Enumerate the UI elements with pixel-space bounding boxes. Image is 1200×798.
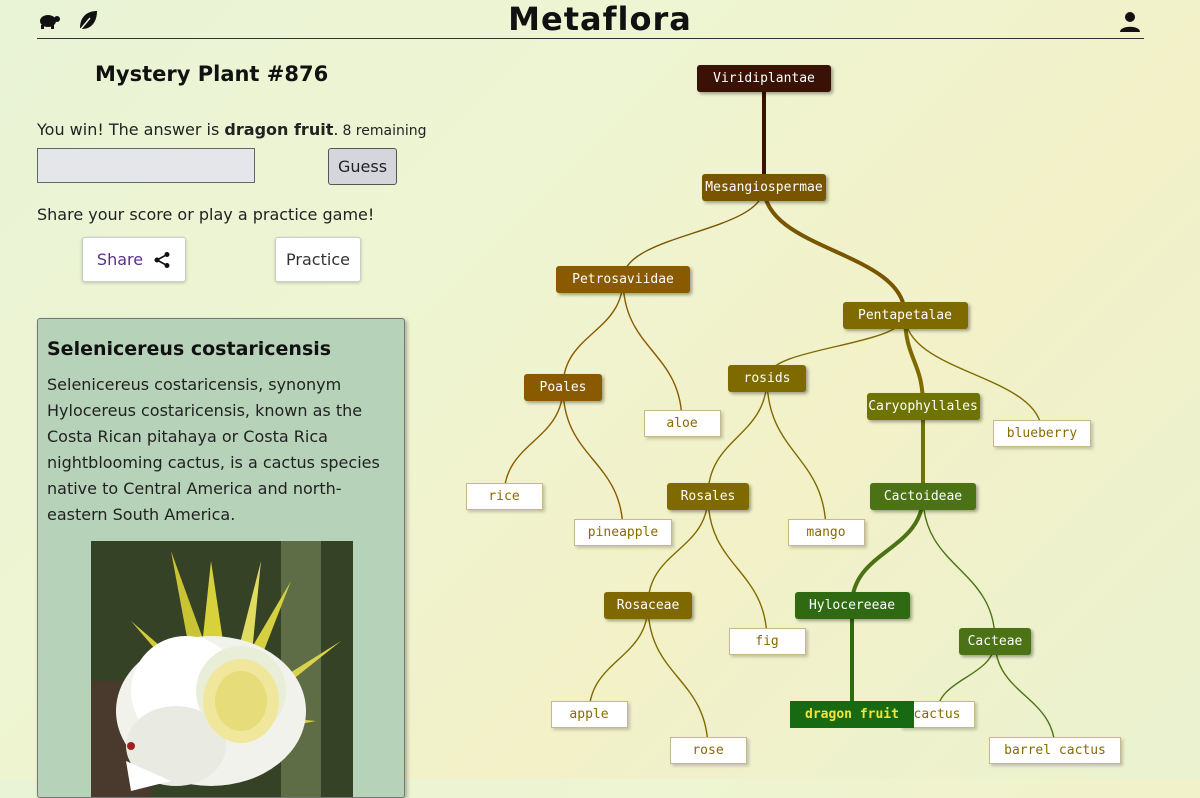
tree-node-petrosaviidae: Petrosaviidae — [556, 266, 690, 293]
leaf-icon[interactable] — [76, 8, 100, 32]
mystery-plant-title: Mystery Plant #876 — [95, 62, 329, 86]
guess-input[interactable] — [37, 148, 255, 183]
tree-node-rosaceae: Rosaceae — [604, 592, 692, 619]
tree-edge-rosids-mango — [766, 377, 827, 533]
tree-node-caryophyllales: Caryophyllales — [866, 393, 980, 420]
tree-edge-cactoideae-cacteae — [922, 495, 996, 642]
user-icon[interactable] — [1118, 10, 1142, 34]
tree-edge-rosaceae-rose — [647, 604, 709, 751]
tree-edge-poales-pineapple — [562, 386, 624, 533]
guess-button[interactable]: Guess — [328, 148, 397, 185]
tree-node-mesangiospermae: Mesangiospermae — [702, 174, 826, 201]
tree-node-hylocereeae: Hylocereeae — [794, 592, 910, 619]
header-divider — [37, 38, 1144, 39]
tree-edge-petrosaviidae-aloe — [622, 278, 683, 424]
tree-node-viridiplantae: Viridiplantae — [697, 65, 831, 92]
tree-node-mango: mango — [787, 519, 865, 546]
share-prompt: Share your score or play a practice game… — [37, 205, 375, 224]
site-logo[interactable]: Metaflora — [508, 0, 692, 38]
tree-node-apple: apple — [550, 701, 628, 728]
turtle-icon[interactable] — [37, 8, 61, 32]
tree-edge-mesangiospermae-petrosaviidae — [622, 186, 765, 280]
tree-node-rice: rice — [465, 483, 543, 510]
practice-button[interactable]: Practice — [275, 237, 361, 282]
tree-edge-cacteae-barrel_cactus — [994, 640, 1056, 751]
tree-node-cacteae: Cacteae — [959, 628, 1031, 655]
plant-photo — [91, 541, 353, 797]
tree-edge-petrosaviidae-poales — [562, 278, 624, 388]
tree-node-aloe: aloe — [643, 410, 721, 437]
share-button[interactable]: Share — [82, 237, 186, 282]
tree-edge-rosales-fig — [707, 495, 768, 642]
tree-edge-pentapetalae-blueberry — [904, 314, 1043, 434]
tree-node-pentapetalae: Pentapetalae — [842, 302, 968, 329]
tree-node-cactoideae: Cactoideae — [870, 483, 976, 510]
tree-edge-cactoideae-hylocereeae — [850, 494, 925, 607]
tree-node-barrel-cactus: barrel cactus — [989, 737, 1121, 764]
tree-edge-rosaceae-apple — [588, 604, 649, 715]
win-suffix: . — [333, 120, 339, 139]
win-prefix: You win! The answer is — [37, 120, 225, 139]
tree-node-fig: fig — [728, 628, 806, 655]
tree-node-rosids: rosids — [728, 365, 806, 392]
plant-species-name: Selenicereus costaricensis — [47, 338, 332, 360]
plant-info-card: Selenicereus costaricensis Selenicereus … — [37, 318, 405, 798]
tree-node-pineapple: pineapple — [574, 519, 672, 546]
answer-text: dragon fruit — [224, 120, 334, 139]
tree-edge-rosids-rosales — [707, 377, 768, 497]
tree-node-rose: rose — [669, 737, 747, 764]
tree-edge-mesangiospermae-pentapetalae — [762, 185, 907, 317]
remaining-count: 8 remaining — [342, 123, 427, 139]
win-message: You win! The answer is dragon fruit.8 re… — [37, 120, 427, 139]
plant-description: Selenicereus costaricensis, synonym Hylo… — [47, 375, 380, 524]
share-label: Share — [96, 250, 144, 269]
tree-node-poales: Poales — [524, 374, 602, 401]
tree-edge-rosales-rosaceae — [647, 495, 709, 606]
tree-node-dragon-fruit: dragon fruit — [790, 701, 914, 728]
share-icon — [154, 251, 170, 268]
tree-node-blueberry: blueberry — [993, 420, 1091, 447]
tree-edge-poales-rice — [503, 386, 564, 497]
tree-node-rosales: Rosales — [667, 483, 749, 510]
